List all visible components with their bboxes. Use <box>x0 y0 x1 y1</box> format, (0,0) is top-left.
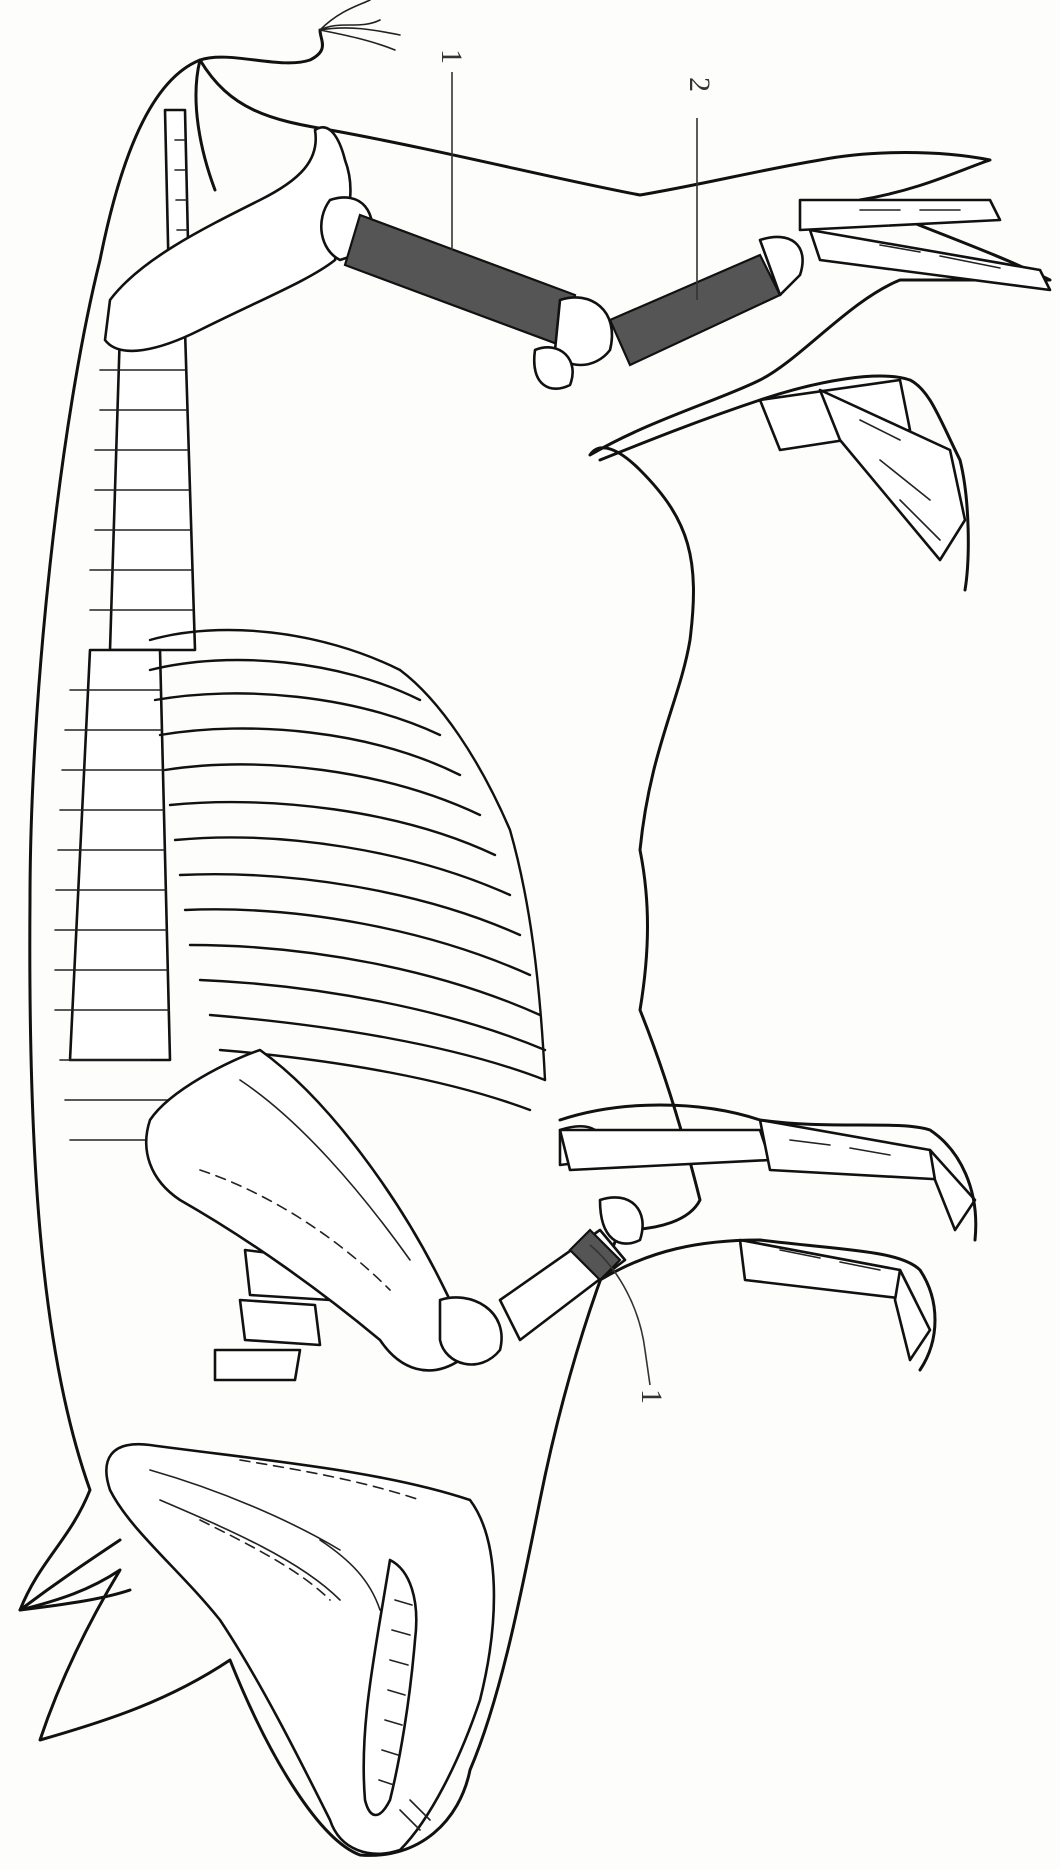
label-1-hind: 1 <box>435 49 468 64</box>
label-1-hind-group: 1 <box>435 49 468 64</box>
label-1-fore-group: 1 <box>635 1389 668 1404</box>
hind-leg-far <box>600 376 968 590</box>
label-2-hind: 2 <box>683 77 716 92</box>
hind-leg <box>321 197 1050 388</box>
label-2-hind-group: 2 <box>683 77 716 92</box>
label-1-fore: 1 <box>635 1389 668 1404</box>
fore-leg <box>440 1105 976 1370</box>
tibia-shaded <box>610 255 780 365</box>
skull <box>106 1444 494 1854</box>
pelvis <box>105 127 350 351</box>
rib-cage <box>150 630 545 1110</box>
tail-tuft <box>320 0 400 50</box>
tail <box>196 30 323 190</box>
femur-shaded <box>345 215 575 345</box>
